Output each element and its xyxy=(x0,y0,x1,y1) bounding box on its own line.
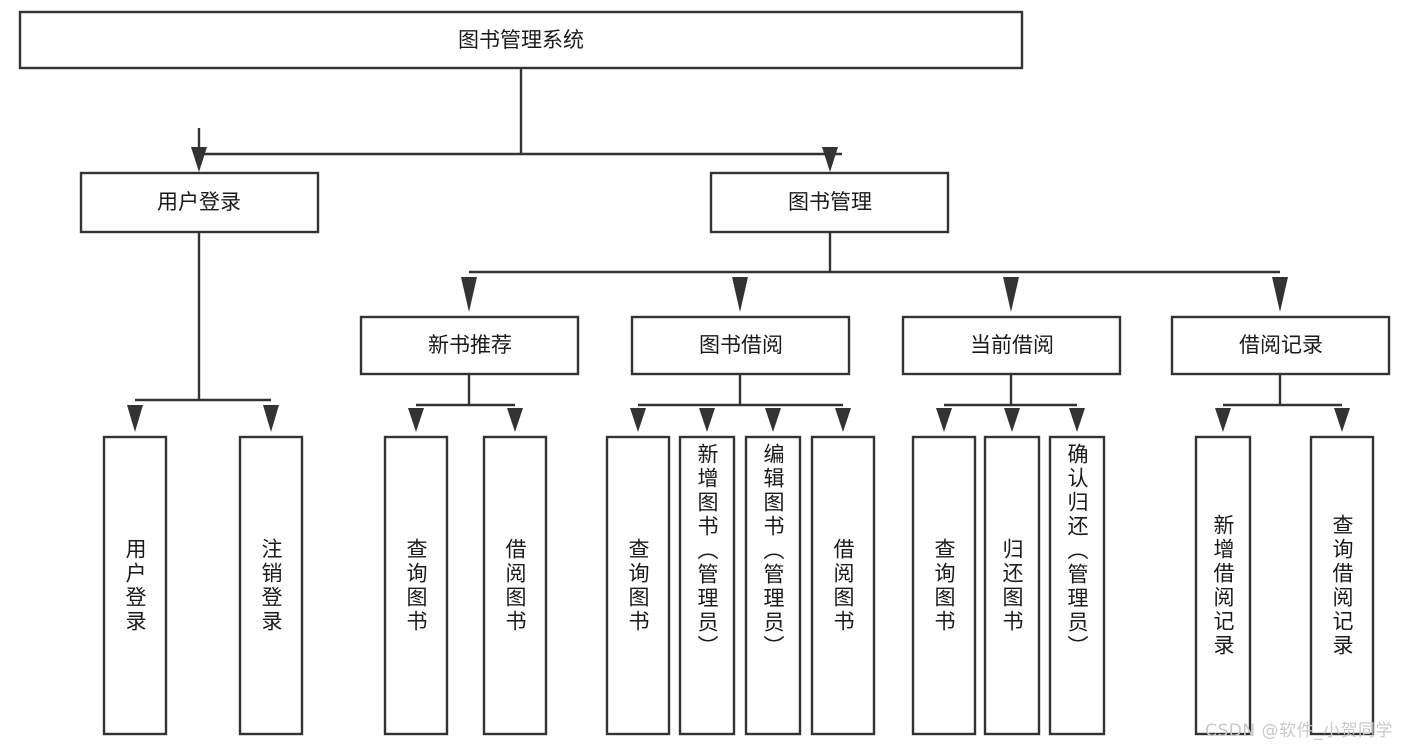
node-user-login-box[interactable] xyxy=(79,171,320,234)
node-current-borrow-box[interactable] xyxy=(901,315,1122,376)
node-borrow-record-box[interactable] xyxy=(1170,315,1391,376)
node-current-borrow[interactable]: 当前借阅 xyxy=(901,315,1122,376)
node-leaf-query-borrow-record-label: 查询借阅记录 xyxy=(1330,513,1355,658)
node-leaf-add-book-admin-label: 新增图书（管理员） xyxy=(695,443,720,659)
node-leaf-return-book-box[interactable] xyxy=(983,435,1041,736)
node-book-borrow-box[interactable] xyxy=(630,315,851,376)
node-leaf-query-book-current-box[interactable] xyxy=(911,435,977,736)
node-borrow-record[interactable]: 借阅记录 xyxy=(1170,315,1391,376)
node-leaf-user-login-box[interactable] xyxy=(102,435,168,736)
arrow-to-leaf-query-book-borrow xyxy=(630,408,646,432)
node-leaf-confirm-return-admin-label: 确认归还（管理员） xyxy=(1065,443,1090,659)
arrow-to-leaf-add-book-admin xyxy=(699,408,715,432)
node-leaf-add-book-admin-box[interactable] xyxy=(678,435,736,736)
node-root-box[interactable] xyxy=(18,10,1024,70)
node-leaf-query-book-recommend-label: 查询图书 xyxy=(404,537,429,634)
arrow-to-leaf-query-borrow-record xyxy=(1334,408,1350,432)
node-leaf-query-book-borrow-box[interactable] xyxy=(605,435,671,736)
node-leaf-borrow-book-recommend-label: 借阅图书 xyxy=(503,537,528,634)
node-leaf-edit-book-admin-box[interactable] xyxy=(744,435,802,736)
arrow-to-book-borrow xyxy=(732,277,748,312)
node-leaf-borrow-book-box[interactable] xyxy=(810,435,876,736)
node-leaf-add-borrow-record-label: 新增借阅记录 xyxy=(1211,513,1236,658)
node-leaf-add-borrow-record-box[interactable] xyxy=(1194,435,1252,736)
node-leaf-query-book-borrow-label: 查询图书 xyxy=(626,537,651,634)
arrow-to-leaf-user-login xyxy=(127,405,143,432)
node-leaf-logout-login-label: 注销登录 xyxy=(259,537,284,634)
node-user-login[interactable]: 用户登录 xyxy=(79,171,320,234)
arrow-to-leaf-confirm-return-admin xyxy=(1069,408,1085,432)
node-leaf-query-borrow-record-box[interactable] xyxy=(1309,435,1375,736)
node-leaf-confirm-return-admin-box[interactable] xyxy=(1048,435,1106,736)
arrow-to-leaf-logout-login xyxy=(263,405,279,432)
node-current-borrow-label: 当前借阅 xyxy=(970,333,1054,357)
node-new-book-recommend[interactable]: 新书推荐 xyxy=(359,315,580,376)
node-layer: 图书管理系统 用户登录 图书管理 新书推荐 图书借阅 当前借阅 借阅记录 xyxy=(18,10,1391,736)
node-leaf-return-book-label: 归还图书 xyxy=(1000,537,1025,634)
arrow-to-leaf-edit-book-admin xyxy=(765,408,781,432)
node-root-label: 图书管理系统 xyxy=(458,28,584,52)
node-leaf-query-book-recommend-box[interactable] xyxy=(383,435,449,736)
node-leaf-user-login-label: 用户登录 xyxy=(123,537,148,634)
node-borrow-record-label: 借阅记录 xyxy=(1239,333,1323,357)
arrow-to-leaf-query-book-current xyxy=(936,408,952,432)
node-leaf-query-book-current-label: 查询图书 xyxy=(932,537,957,634)
node-leaf-edit-book-admin-label: 编辑图书（管理员） xyxy=(761,443,786,659)
arrow-to-book-manage xyxy=(822,147,838,172)
node-user-login-label: 用户登录 xyxy=(157,190,241,214)
edge-layer xyxy=(127,68,1350,432)
arrow-to-current-borrow xyxy=(1003,277,1019,312)
node-root[interactable]: 图书管理系统 xyxy=(18,10,1024,70)
node-book-borrow-label: 图书借阅 xyxy=(699,333,783,357)
arrow-to-borrow-record xyxy=(1272,277,1288,312)
node-leaf-borrow-book-label: 借阅图书 xyxy=(831,537,856,634)
node-leaf-borrow-book-recommend-box[interactable] xyxy=(482,435,548,736)
node-leaf-logout-login-box[interactable] xyxy=(238,435,304,736)
arrow-to-leaf-borrow-book-recommend xyxy=(507,408,523,432)
node-book-manage-box[interactable] xyxy=(709,171,950,234)
node-new-book-recommend-box[interactable] xyxy=(359,315,580,376)
arrow-to-new-book-recommend xyxy=(461,277,477,312)
arrow-to-leaf-borrow-book xyxy=(835,408,851,432)
node-new-book-recommend-label: 新书推荐 xyxy=(428,333,512,357)
arrow-to-leaf-add-borrow-record xyxy=(1215,408,1231,432)
node-book-borrow[interactable]: 图书借阅 xyxy=(630,315,851,376)
node-book-manage[interactable]: 图书管理 xyxy=(709,171,950,234)
arrow-to-leaf-return-book xyxy=(1004,408,1020,432)
arrow-to-user-login xyxy=(191,147,207,172)
leaf-label-layer: 用户登录 注销登录 查询图书 借阅图书 查询图书 新增图书（管理员） xyxy=(123,443,1355,659)
arrow-to-leaf-query-book-recommend xyxy=(408,408,424,432)
node-book-manage-label: 图书管理 xyxy=(788,190,872,214)
